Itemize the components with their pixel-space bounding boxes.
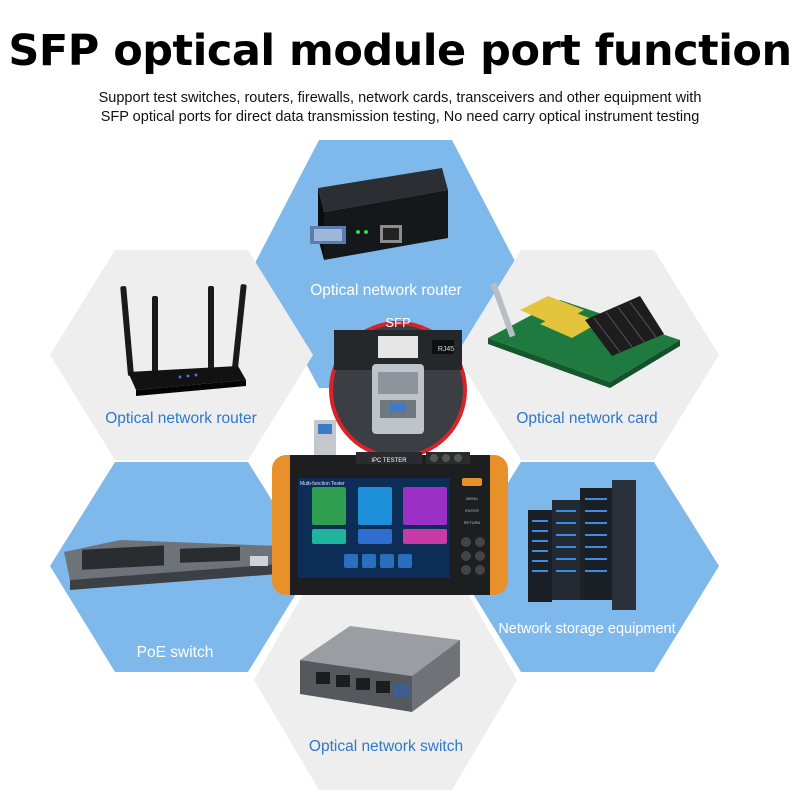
subtitle-line-1: Support test switches, routers, firewall… (98, 90, 702, 106)
hex-upper-left (50, 250, 313, 460)
tester-brand: Multi-function Tester (300, 481, 345, 487)
wifi-router-icon (120, 284, 247, 396)
label-lower-right-device: Network storage equipment (498, 621, 676, 637)
page-title: SFP optical module port function (8, 26, 792, 76)
server-rack-icon (528, 480, 636, 610)
subtitle-line-2: SFP optical ports for direct data transm… (100, 109, 700, 125)
sfp-module-icon (314, 420, 336, 464)
tester-header: IPC TESTER (371, 458, 407, 464)
label-top-device: Optical network router (310, 282, 462, 299)
ipc-tester-device (272, 452, 508, 595)
network-card-icon (488, 282, 680, 388)
label-lower-left-device: PoE switch (136, 644, 214, 661)
tester-menu-button: MENU (466, 496, 478, 501)
media-converter-icon (310, 168, 448, 260)
poe-switch-icon (64, 540, 278, 590)
page-subtitle: Support test switches, routers, firewall… (0, 89, 800, 127)
sfp-label: SFP (385, 315, 410, 330)
label-upper-left-device: Optical network router (105, 410, 257, 427)
sfp-callout (329, 321, 467, 459)
tester-return-button: RETURN (464, 520, 481, 525)
label-upper-right-device: Optical network card (516, 410, 658, 427)
tester-enter-button: ENTER (465, 508, 479, 513)
network-switch-icon (300, 626, 460, 712)
rj45-label: RJ45 (438, 346, 454, 353)
label-bottom-device: Optical network switch (308, 738, 464, 755)
